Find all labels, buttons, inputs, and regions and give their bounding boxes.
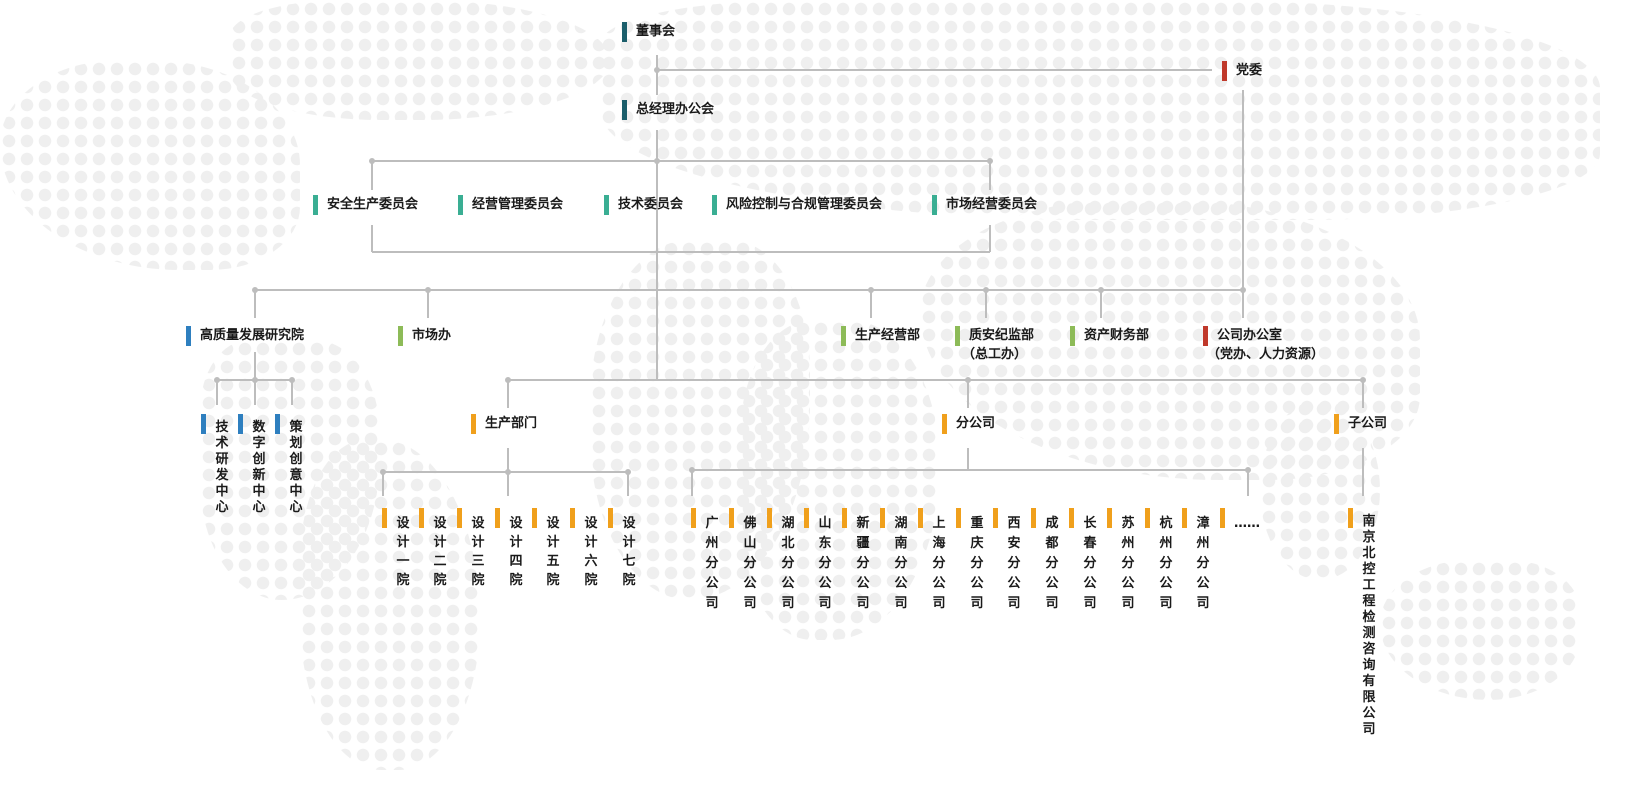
map-background	[230, 0, 610, 120]
color-bar	[842, 508, 847, 528]
color-bar	[1348, 508, 1353, 528]
node-board: 董事会	[622, 22, 675, 42]
color-bar	[712, 195, 717, 215]
color-bar	[918, 508, 923, 528]
color-bar	[956, 508, 961, 528]
connector-dot	[654, 158, 660, 164]
quality-dept-subtitle: （总工办）	[962, 347, 1028, 362]
connector-dot	[654, 67, 660, 73]
color-bar	[932, 195, 937, 215]
map-background	[1380, 560, 1580, 700]
color-bar	[313, 195, 318, 215]
node-committee: 安全生产委员会	[313, 195, 418, 215]
node-market-office: 市场办	[398, 326, 451, 346]
node-finance-dept: 资产财务部	[1070, 326, 1149, 346]
node-gm-office: 总经理办公会	[622, 100, 714, 120]
company-office-subtitle: （党办、人力资源）	[1207, 347, 1325, 362]
color-bar	[1182, 508, 1187, 528]
color-bar	[1031, 508, 1036, 528]
color-bar	[1069, 508, 1074, 528]
color-bar	[532, 508, 537, 528]
color-bar	[804, 508, 809, 528]
map-background	[300, 440, 480, 770]
color-bar	[691, 508, 696, 528]
color-bar	[1203, 326, 1208, 346]
color-bar	[1220, 508, 1225, 528]
node-quality-dept: 质安纪监部	[955, 326, 1034, 346]
color-bar	[471, 414, 476, 434]
color-bar	[570, 508, 575, 528]
color-bar	[942, 414, 947, 434]
map-background	[1260, 400, 1380, 580]
color-bar	[729, 508, 734, 528]
color-bar	[604, 195, 609, 215]
map-background	[740, 320, 940, 640]
color-bar	[622, 22, 627, 42]
color-bar	[1222, 61, 1227, 81]
color-bar	[993, 508, 998, 528]
color-bar	[457, 508, 462, 528]
node-branches-group: 分公司	[942, 414, 995, 434]
color-bar	[495, 508, 500, 528]
node-committee: 技术委员会	[604, 195, 683, 215]
color-bar	[622, 100, 627, 120]
color-bar	[841, 326, 846, 346]
color-bar	[608, 508, 613, 528]
node-committee: 风险控制与合规管理委员会	[712, 195, 882, 215]
color-bar	[1070, 326, 1075, 346]
node-institute: 高质量发展研究院	[186, 326, 304, 346]
color-bar	[1145, 508, 1150, 528]
color-bar	[398, 326, 403, 346]
color-bar	[1334, 414, 1339, 434]
color-bar	[458, 195, 463, 215]
color-bar	[880, 508, 885, 528]
color-bar	[767, 508, 772, 528]
map-background	[600, 0, 1600, 220]
node-production-ops: 生产经营部	[841, 326, 920, 346]
color-bar	[955, 326, 960, 346]
node-production-group: 生产部门	[471, 414, 537, 434]
color-bar	[186, 326, 191, 346]
node-committee: 市场经营委员会	[932, 195, 1037, 215]
node-subsidiaries-group: 子公司	[1334, 414, 1387, 434]
node-committee: 经营管理委员会	[458, 195, 563, 215]
node-company-office: 公司办公室	[1203, 326, 1282, 346]
color-bar	[238, 414, 243, 434]
color-bar	[1107, 508, 1112, 528]
node-party-committee: 党委	[1222, 61, 1262, 81]
color-bar	[382, 508, 387, 528]
color-bar	[201, 414, 206, 434]
color-bar	[419, 508, 424, 528]
color-bar	[275, 414, 280, 434]
